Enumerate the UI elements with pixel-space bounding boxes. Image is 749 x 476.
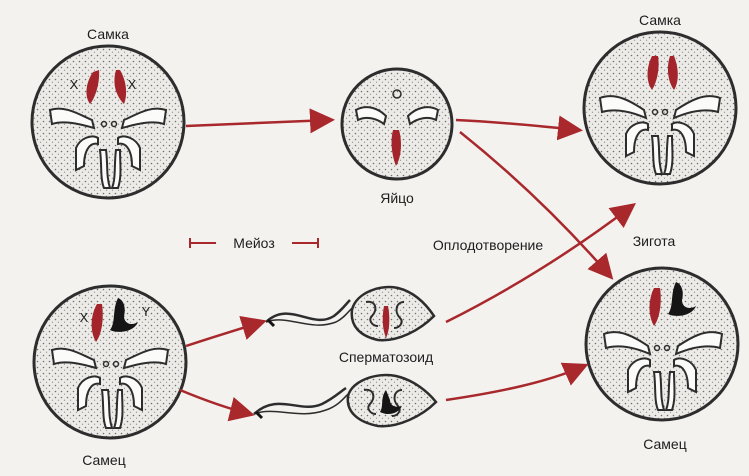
arrow-sperm-y-to-male-zygote xyxy=(446,366,584,400)
female-parent-cell xyxy=(32,46,184,198)
label-meiosis: Мейоз xyxy=(233,235,274,251)
label-zygote: Зигота xyxy=(633,233,676,249)
label-x-male: X xyxy=(80,310,89,325)
label-female-parent: Самка xyxy=(87,26,129,42)
label-sperm: Сперматозоид xyxy=(339,349,433,365)
sperm-y xyxy=(254,375,436,426)
male-parent-cell xyxy=(34,286,186,438)
female-zygote-cell xyxy=(584,32,736,184)
label-fertilization: Оплодотворение xyxy=(433,237,543,253)
label-male-parent: Самец xyxy=(82,452,125,468)
arrow-egg-to-female-zygote xyxy=(456,120,578,130)
arrow-male-to-sperm-y xyxy=(180,390,250,414)
arrow-male-to-sperm-x xyxy=(186,322,262,346)
arrow-female-to-egg xyxy=(186,120,330,126)
label-x-left: X xyxy=(70,77,79,92)
label-female-zygote: Самка xyxy=(639,12,681,28)
male-zygote-cell xyxy=(586,268,738,420)
sperm-x xyxy=(266,287,434,340)
label-x-right: X xyxy=(128,77,137,92)
egg-cell xyxy=(342,69,452,179)
label-y-male: Y xyxy=(142,304,151,319)
label-male-zygote: Самец xyxy=(643,436,686,452)
label-egg: Яйцо xyxy=(380,190,414,206)
arrow-egg-to-male-zygote xyxy=(460,132,610,276)
